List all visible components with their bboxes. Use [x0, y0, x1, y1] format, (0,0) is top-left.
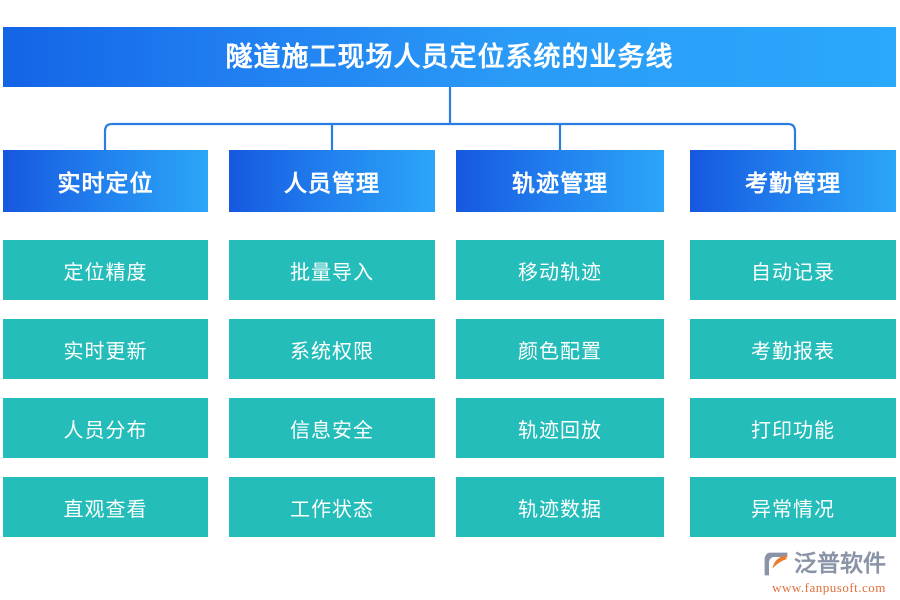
item-label: 移动轨迹 [518, 261, 602, 284]
item-box-c2-r4[interactable]: 工作状态 [229, 477, 435, 537]
item-label: 异常情况 [751, 498, 835, 521]
item-box-c4-r2[interactable]: 考勤报表 [690, 319, 896, 379]
item-box-c3-r1[interactable]: 移动轨迹 [456, 240, 664, 300]
item-box-c4-r4[interactable]: 异常情况 [690, 477, 896, 537]
category-label: 人员管理 [284, 171, 380, 196]
brand-name: 泛普软件 [794, 551, 886, 576]
item-box-c2-r1[interactable]: 批量导入 [229, 240, 435, 300]
item-box-c3-r3[interactable]: 轨迹回放 [456, 398, 664, 458]
item-label: 批量导入 [290, 261, 374, 284]
category-box-2[interactable]: 人员管理 [229, 150, 435, 212]
category-label: 实时定位 [57, 171, 154, 196]
item-label: 直观查看 [63, 498, 148, 521]
item-label: 工作状态 [290, 498, 374, 521]
item-box-c3-r4[interactable]: 轨迹数据 [456, 477, 664, 537]
diagram-title-text: 隧道施工现场人员定位系统的业务线 [225, 41, 674, 72]
item-label: 信息安全 [290, 419, 374, 442]
item-label: 考勤报表 [751, 340, 835, 363]
item-box-c4-r1[interactable]: 自动记录 [690, 240, 896, 300]
brand-logo-row: 泛普软件 [762, 549, 896, 579]
item-box-c1-r2[interactable]: 实时更新 [3, 319, 208, 379]
item-box-c2-r3[interactable]: 信息安全 [229, 398, 435, 458]
category-box-3[interactable]: 轨迹管理 [456, 150, 664, 212]
item-box-c3-r2[interactable]: 颜色配置 [456, 319, 664, 379]
fanpu-hexagon-swoosh-icon [764, 552, 788, 576]
item-label: 轨迹数据 [518, 498, 602, 521]
category-label: 考勤管理 [745, 171, 841, 196]
category-label: 轨迹管理 [512, 171, 608, 196]
item-label: 颜色配置 [518, 340, 602, 363]
item-box-c1-r3[interactable]: 人员分布 [3, 398, 208, 458]
item-box-c4-r3[interactable]: 打印功能 [690, 398, 896, 458]
item-label: 轨迹回放 [518, 419, 602, 442]
item-box-c1-r1[interactable]: 定位精度 [3, 240, 208, 300]
item-label: 定位精度 [63, 261, 148, 284]
item-label: 系统权限 [290, 340, 374, 363]
item-label: 自动记录 [751, 261, 835, 284]
category-box-4[interactable]: 考勤管理 [690, 150, 896, 212]
brand-url: www.fanpusoft.com [772, 580, 886, 595]
diagram-title-banner: 隧道施工现场人员定位系统的业务线 [3, 27, 896, 87]
item-label: 打印功能 [751, 419, 835, 442]
item-label: 实时更新 [63, 340, 148, 363]
item-box-c2-r2[interactable]: 系统权限 [229, 319, 435, 379]
item-label: 人员分布 [63, 419, 148, 442]
category-box-1[interactable]: 实时定位 [3, 150, 208, 212]
connector-bus [103, 122, 797, 150]
brand-logo: 泛普软件 www.fanpusoft.com [762, 549, 896, 595]
item-box-c1-r4[interactable]: 直观查看 [3, 477, 208, 537]
